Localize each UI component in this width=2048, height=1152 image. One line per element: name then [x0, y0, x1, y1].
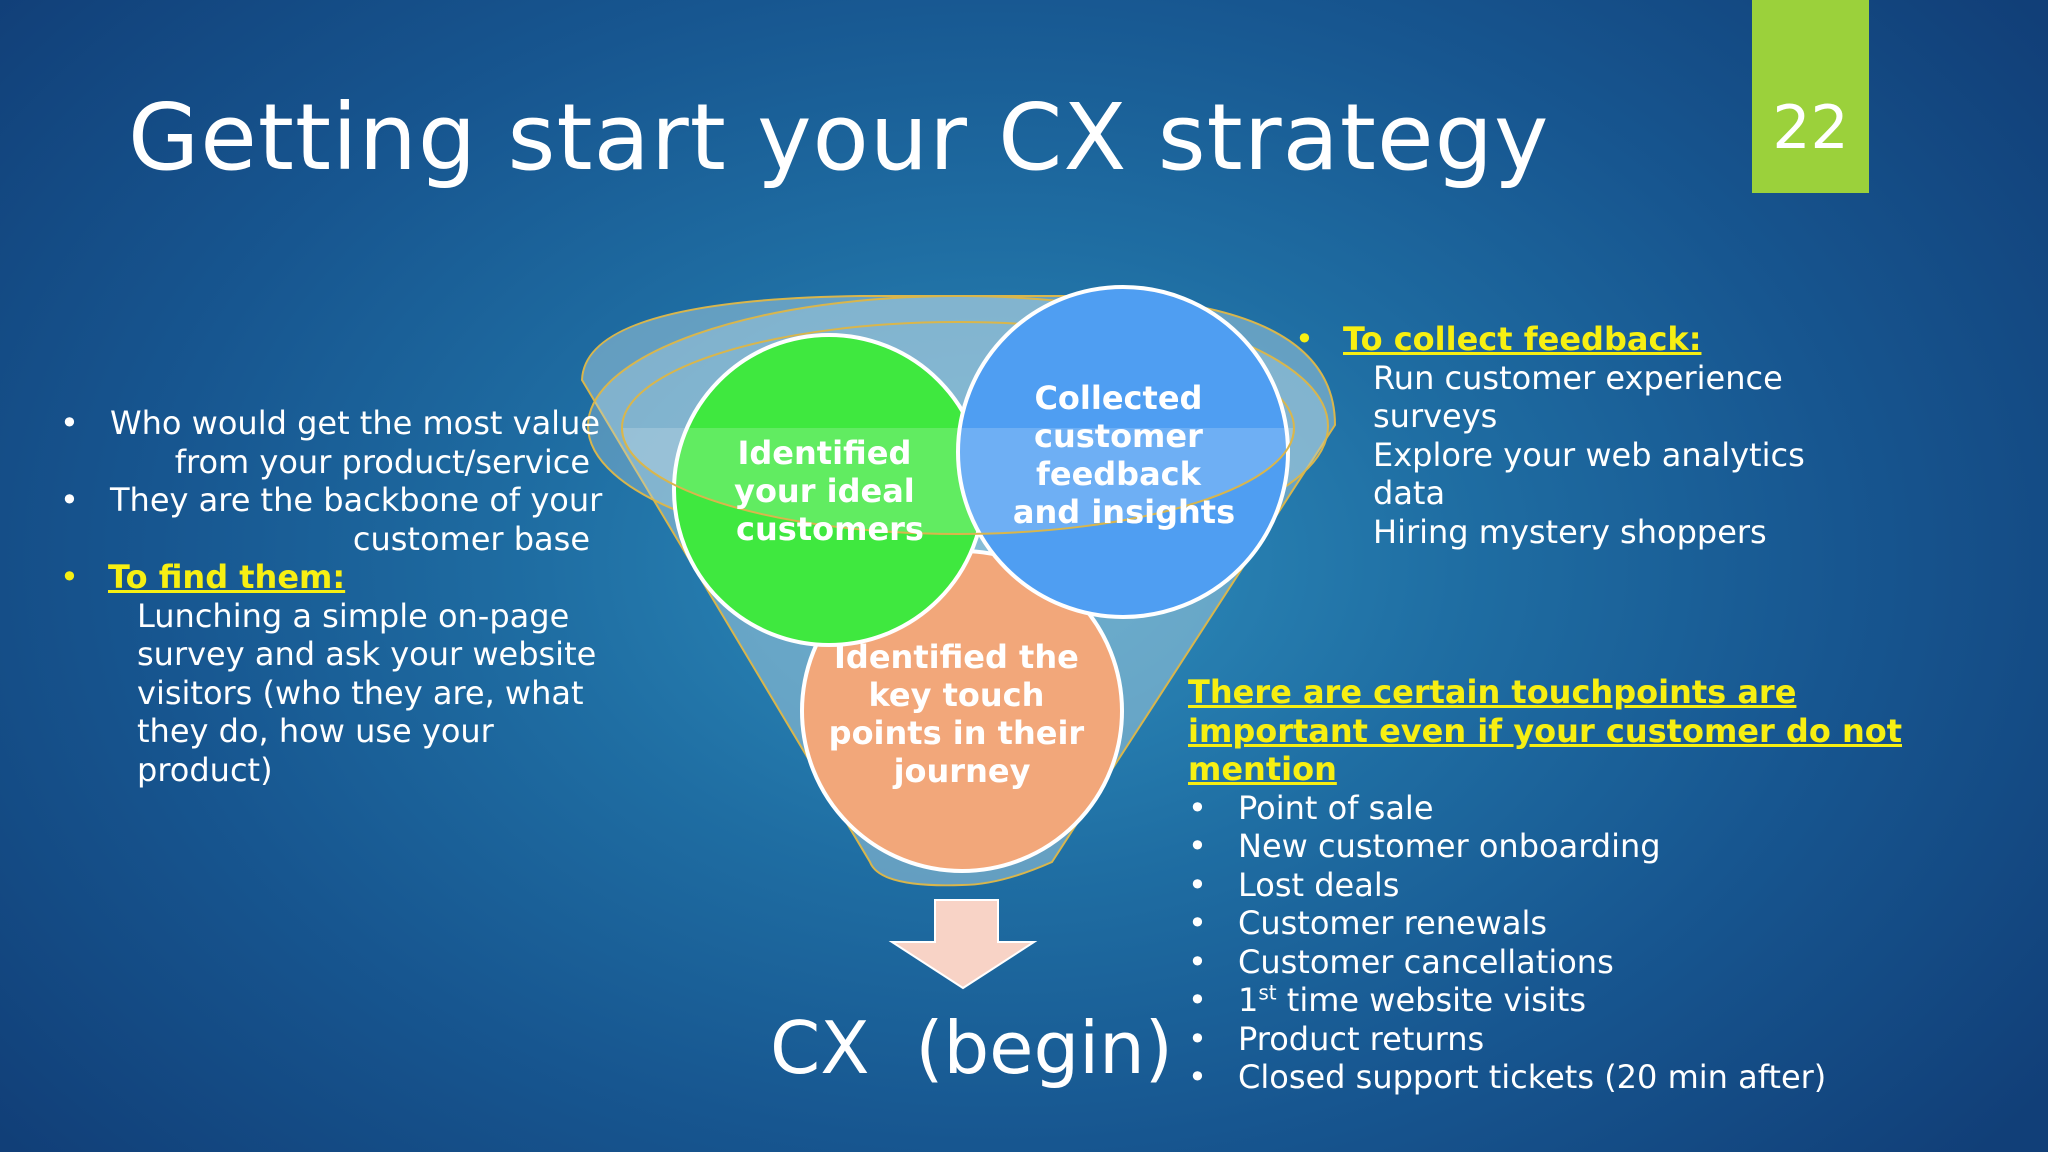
bullet-icon: • [60, 404, 79, 442]
bullet-icon: • [1188, 788, 1207, 827]
bullet-icon: • [1188, 981, 1207, 1019]
find-them-line: survey and ask your website [137, 635, 597, 673]
touchpoint-label: Customer cancellations [1238, 942, 1614, 981]
touchpoint-item: • Customer renewals [1188, 904, 1828, 943]
left-text-block: • Who would get the most value from your… [60, 404, 603, 789]
page-number-badge: 22 [1752, 0, 1869, 193]
touchpoint-label: New customer onboarding [1238, 827, 1661, 865]
find-them-line: Lunching a simple on-page [137, 596, 570, 635]
touchpoint-item: • 1st time website visits [1188, 981, 1828, 1020]
left-bullet-2-line-2: customer base [352, 519, 590, 558]
bullet-icon: • [1188, 942, 1207, 981]
touchpoint-item: • Closed support tickets (20 min after) [1188, 1058, 1828, 1097]
find-them-line: visitors (who they are, what [137, 673, 584, 712]
bullet-icon: • [60, 558, 79, 596]
funnel-rim-front [621, 427, 1295, 535]
collect-feedback-line: surveys [1373, 397, 1498, 435]
slide-title: Getting start your CX strategy [128, 84, 1550, 191]
find-them-line: they do, how use your [137, 712, 494, 750]
circle-touchpoints-label: Identified the key touch points in their… [829, 638, 1096, 790]
touchpoint-label: Customer renewals [1238, 904, 1548, 942]
left-bullet-1-line-2: from your product/service [174, 442, 590, 481]
circle-feedback-label: Collected customer feedback and insights [1013, 379, 1235, 531]
collect-feedback-heading: To collect feedback: [1343, 320, 1702, 358]
page-number: 22 [1772, 93, 1849, 163]
collect-feedback-line: Hiring mystery shoppers [1373, 512, 1767, 551]
touchpoints-heading-line: mention [1188, 750, 1337, 788]
touchpoint-item: • Customer cancellations [1188, 943, 1828, 982]
find-them-line: product) [137, 750, 273, 789]
collect-feedback-line: Run customer experience [1373, 358, 1783, 397]
collect-feedback-line: Explore your web analytics [1373, 435, 1805, 474]
collect-feedback-line: data [1373, 474, 1446, 512]
touchpoint-item: • Point of sale [1188, 789, 1828, 828]
touchpoint-item: • New customer onboarding [1188, 827, 1828, 866]
touchpoint-label: Point of sale [1238, 788, 1434, 827]
left-bullet-1-line-1: Who would get the most value [110, 404, 601, 442]
bullet-icon: • [1188, 1058, 1207, 1096]
ordinal-suffix: st [1258, 980, 1277, 1005]
down-arrow-icon [888, 899, 1038, 990]
touchpoint-label: time website visits [1276, 981, 1587, 1019]
cx-begin-label: CX (begin) [770, 1006, 1173, 1090]
circle-feedback [956, 285, 1290, 619]
touchpoints-block: There are certain touchpoints are import… [1188, 673, 1902, 1097]
bullet-icon: • [60, 481, 79, 519]
touchpoint-label: Product returns [1238, 1019, 1485, 1058]
bullet-icon: • [1188, 904, 1207, 942]
touchpoint-item: • Lost deals [1188, 866, 1828, 905]
find-them-heading: To find them: [108, 558, 346, 596]
touchpoint-label-prefix: 1 [1238, 981, 1259, 1019]
circle-ideal-customers-label: Identified your ideal customers [734, 434, 926, 548]
touchpoint-label: Closed support tickets (20 min after) [1238, 1058, 1827, 1096]
bullet-icon: • [1188, 827, 1207, 865]
bullet-icon: • [1188, 865, 1207, 904]
touchpoints-heading-line: There are certain touchpoints are [1188, 673, 1797, 711]
bullet-icon: • [1188, 1019, 1207, 1058]
touchpoint-item: • Product returns [1188, 1020, 1828, 1059]
collect-feedback-block: • To collect feedback: Run customer expe… [1295, 320, 1815, 551]
bullet-icon: • [1295, 320, 1314, 358]
touchpoint-label: Lost deals [1238, 865, 1400, 904]
left-bullet-2-line-1: They are the backbone of your [110, 481, 603, 519]
touchpoints-heading-line: important even if your customer do not [1188, 711, 1902, 750]
